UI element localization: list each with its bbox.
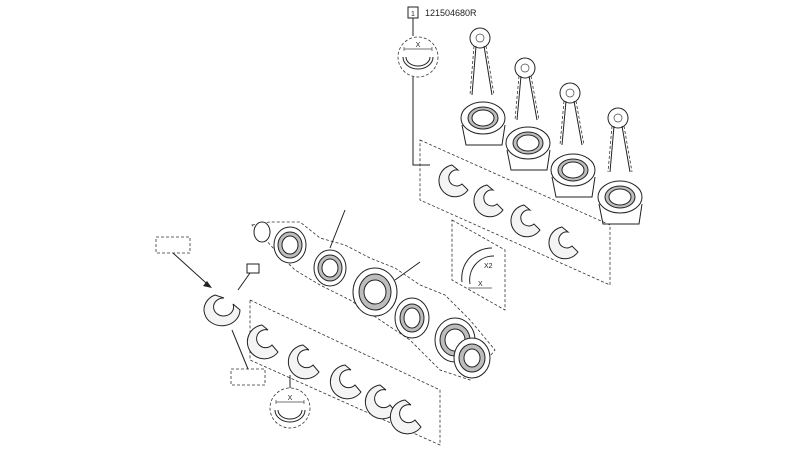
crankshaft <box>251 209 496 381</box>
dimension-x-label: X <box>416 42 421 49</box>
main-journal-2 <box>352 267 398 317</box>
main-bearing-shell <box>246 324 279 360</box>
callout-box-empty <box>230 368 266 386</box>
connecting-rod-1 <box>460 27 506 146</box>
assembly-arrow <box>329 209 346 249</box>
rod-bearing-shell <box>438 164 469 198</box>
crank-pin-2 <box>394 297 430 339</box>
dimension-x2-label: X2 <box>484 263 493 270</box>
main-bearing-shell-flanged <box>203 294 241 327</box>
main-bearing-shell <box>389 399 422 435</box>
callout-box-empty <box>155 236 191 254</box>
main-journal-1 <box>273 226 307 264</box>
main-bearing-shell <box>287 344 320 380</box>
part-reference: 121504680R <box>425 8 477 18</box>
assembly-arrow <box>394 261 421 281</box>
crank-pin-1 <box>313 249 347 287</box>
main-bearing-detail-circle: X <box>269 375 311 429</box>
rod-bearing-shell <box>510 204 541 238</box>
rod-bearing-shell <box>473 184 504 218</box>
reference-leader-line <box>412 77 430 166</box>
main-bearing-shell-set <box>246 299 441 446</box>
thrust-washer-detail: X2 X <box>451 219 506 311</box>
crank-pin-3 <box>453 337 491 379</box>
dimension-x-label: X <box>478 281 483 288</box>
rod-bearing-shell-set <box>419 139 611 286</box>
rod-bearing-detail-circle: X <box>397 36 439 78</box>
arrow-head <box>203 281 212 288</box>
dimension-x-label: X <box>288 395 293 402</box>
rod-bearing-shell <box>548 226 579 260</box>
callout-number: 1 <box>411 11 415 18</box>
callout-box-small <box>246 263 260 274</box>
main-bearing-callouts <box>155 236 266 386</box>
main-bearing-shell <box>329 364 362 400</box>
connecting-rod-4 <box>597 107 643 225</box>
reference-label: 1 121504680R <box>407 6 477 36</box>
connecting-rod-2 <box>505 57 551 171</box>
connecting-rod-3 <box>550 82 596 198</box>
